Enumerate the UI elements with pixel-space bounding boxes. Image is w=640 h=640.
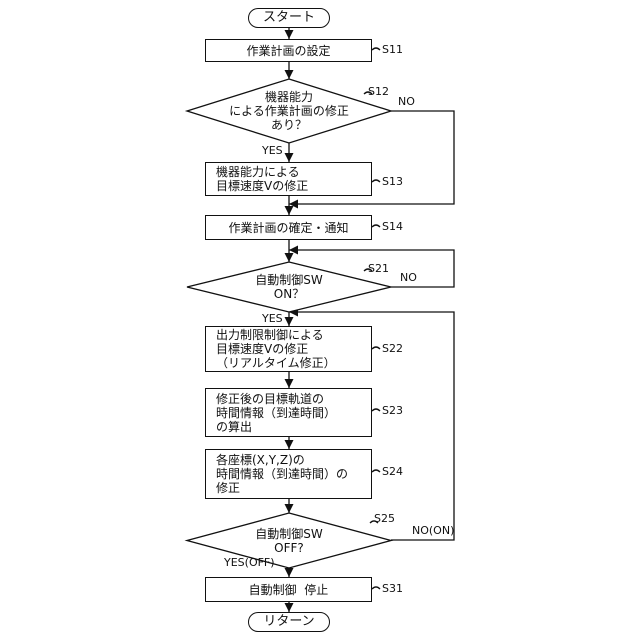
s25-text: 自動制御SW OFF?: [255, 527, 322, 555]
step-label-s31: S31: [382, 583, 403, 595]
s14-plan-confirm-notify: 作業計画の確定・通知: [205, 215, 372, 240]
start-terminal: スタート: [248, 8, 330, 28]
leader-s13: [372, 180, 380, 182]
edge-label-s25-no: NO(ON): [412, 525, 454, 537]
step-label-s24: S24: [382, 466, 403, 478]
s12-text: 機器能力 による作業計画の修正 あり？: [229, 90, 349, 132]
edge-label-s21-no: NO: [400, 272, 417, 284]
s24-coordinate-time-modification: 各座標(X,Y,Z)の 時間情報（到達時間）の 修正: [205, 449, 372, 499]
step-label-s13: S13: [382, 176, 403, 188]
step-label-s11: S11: [382, 44, 403, 56]
step-label-s14: S14: [382, 221, 403, 233]
s25-auto-control-off-decision: 自動制御SW OFF?: [187, 513, 391, 568]
step-label-s25: S25: [374, 513, 395, 525]
s21-auto-control-on-decision: 自動制御SW ON？: [187, 262, 391, 312]
leader-s11: [372, 48, 380, 50]
edge-label-s25-yes: YES(OFF): [224, 557, 275, 569]
leader-s22: [372, 347, 380, 349]
step-label-s21: S21: [368, 263, 389, 275]
s23-arrival-time-calculation: 修正後の目標軌道の 時間情報（到達時間） の算出: [205, 388, 372, 437]
s12-capability-modification-decision: 機器能力 による作業計画の修正 あり？: [187, 79, 391, 143]
edge-label-s12-no: NO: [398, 96, 415, 108]
step-label-s23: S23: [382, 405, 403, 417]
edge-label-s21-yes: YES: [262, 313, 283, 325]
step-label-s12: S12: [368, 86, 389, 98]
leader-s24: [372, 470, 380, 472]
step-label-s22: S22: [382, 343, 403, 355]
s22-output-limit-speed-modification: 出力制限制御による 目標速度Vの修正 （リアルタイム修正）: [205, 326, 372, 372]
s21-text: 自動制御SW ON？: [255, 273, 322, 301]
leader-s23: [372, 409, 380, 411]
s13-target-speed-modification: 機器能力による 目標速度Vの修正: [205, 162, 372, 196]
s31-auto-control-stop: 自動制御 停止: [205, 577, 372, 602]
edge-label-s12-yes: YES: [262, 145, 283, 157]
leader-s31: [372, 587, 380, 589]
s11-task-plan-setup: 作業計画の設定: [205, 39, 372, 62]
leader-s14: [372, 225, 380, 227]
return-terminal: リターン: [248, 612, 330, 632]
